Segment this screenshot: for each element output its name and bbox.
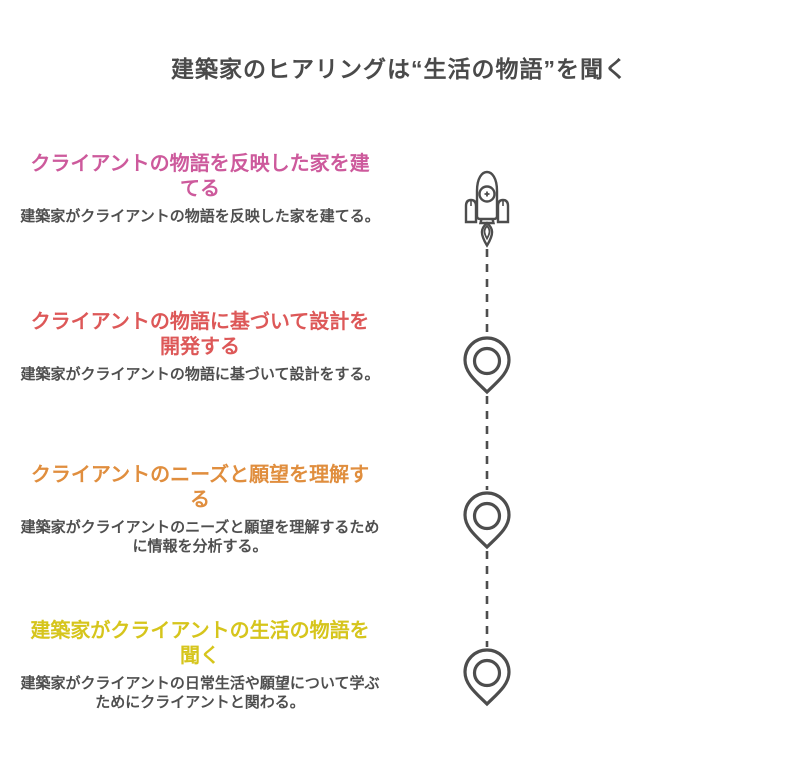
map-pin-icon xyxy=(463,491,511,550)
step-develop-design: クライアントの物語に基づいて設計を開発する 建築家がクライアントの物語に基づいて… xyxy=(18,310,382,384)
step-description: 建築家がクライアントの日常生活や願望について学ぶためにクライアントと関わる。 xyxy=(20,675,380,711)
step-description: 建築家がクライアントの物語に基づいて設計をする。 xyxy=(20,366,380,383)
step-description: 建築家がクライアントの物語を反映した家を建てる。 xyxy=(20,208,380,225)
step-build-house: クライアントの物語を反映した家を建てる 建築家がクライアントの物語を反映した家を… xyxy=(18,152,382,226)
step-understand-needs: クライアントのニーズと願望を理解する 建築家がクライアントのニーズと願望を理解す… xyxy=(18,463,382,556)
step-title: 建築家がクライアントの生活の物語を聞く xyxy=(30,620,370,667)
step-title: クライアントのニーズと願望を理解する xyxy=(30,464,370,511)
rocket-icon xyxy=(464,170,510,248)
step-listen-story: 建築家がクライアントの生活の物語を聞く 建築家がクライアントの日常生活や願望につ… xyxy=(18,619,382,712)
vertical-timeline xyxy=(440,165,540,725)
step-title: クライアントの物語を反映した家を建てる xyxy=(30,153,370,200)
page-title: 建築家のヒアリングは“生活の物語”を聞く xyxy=(171,56,628,83)
map-pin-icon xyxy=(463,648,511,707)
step-description: 建築家がクライアントのニーズと願望を理解するために情報を分析する。 xyxy=(20,519,380,555)
map-pin-icon xyxy=(463,336,511,395)
step-title: クライアントの物語に基づいて設計を開発する xyxy=(30,311,370,358)
